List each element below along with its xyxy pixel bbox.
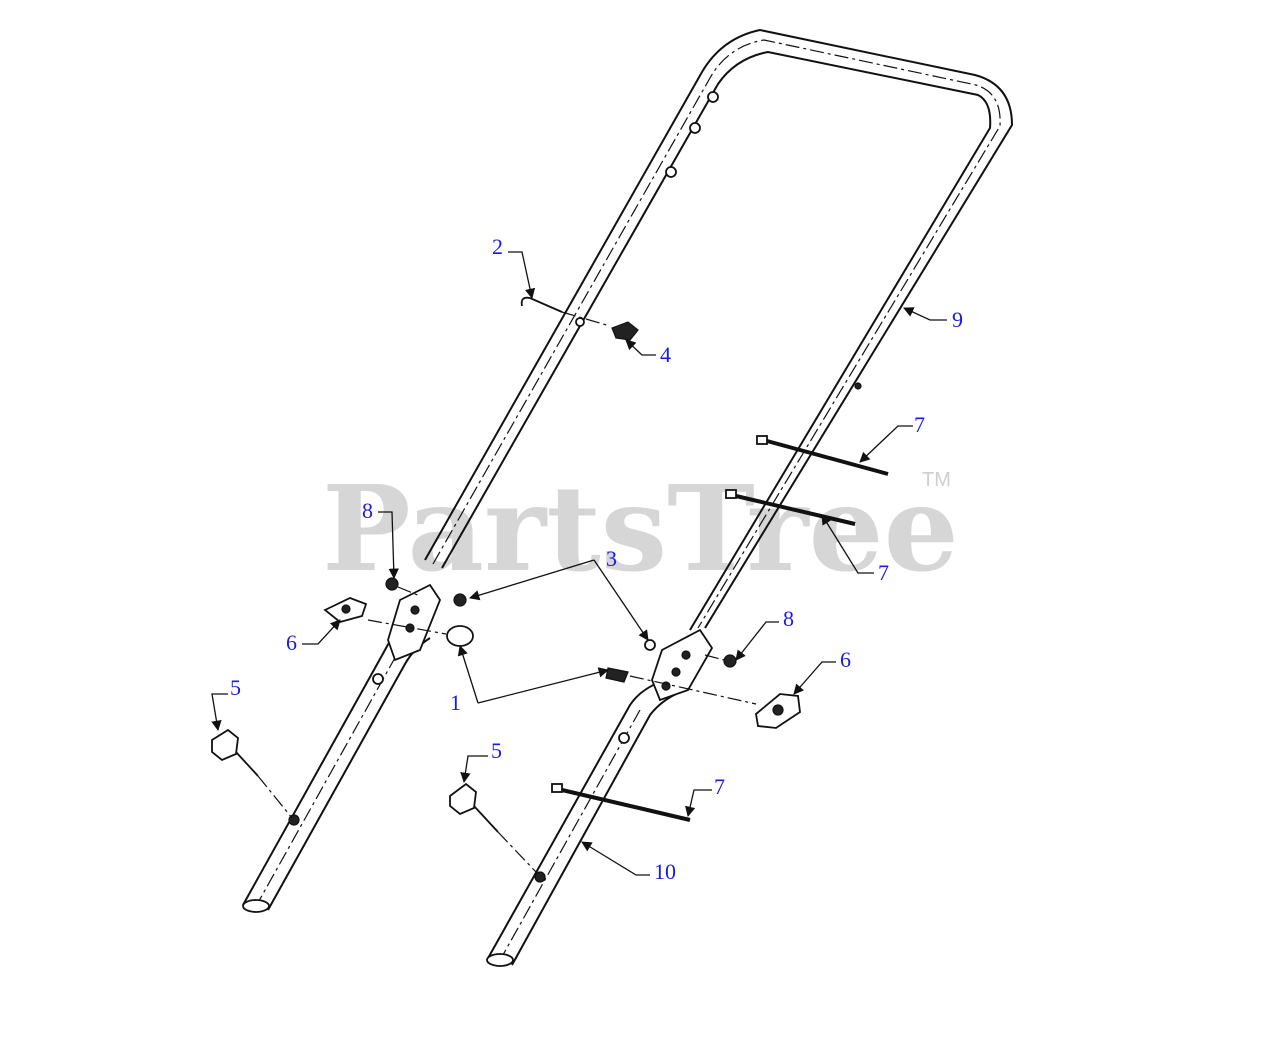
callout-1: 1 — [450, 690, 461, 715]
knob-bolts — [211, 728, 537, 873]
callout-10: 10 — [654, 859, 676, 884]
watermark-trademark: TM — [922, 469, 951, 491]
handle-knobs — [323, 597, 801, 729]
cable-clip — [611, 321, 639, 341]
leader-lines — [211, 251, 947, 876]
callout-5a: 5 — [230, 675, 241, 700]
callout-8b: 8 — [783, 606, 794, 631]
watermark-brand: PartsTree — [322, 459, 959, 598]
callout-2: 2 — [492, 234, 503, 259]
carriage-bolts — [367, 619, 757, 705]
callout-7b: 7 — [878, 560, 889, 585]
callout-9: 9 — [952, 307, 963, 332]
callout-7a: 7 — [914, 412, 925, 437]
upper-handle — [424, 28, 1014, 631]
callout-4: 4 — [660, 342, 671, 367]
nuts — [453, 593, 656, 651]
callout-8a: 8 — [362, 498, 373, 523]
lower-handle-right — [486, 628, 714, 967]
callout-7c: 7 — [714, 774, 725, 799]
callout-6a: 6 — [286, 630, 297, 655]
callout-5b: 5 — [491, 738, 502, 763]
callout-3: 3 — [606, 546, 617, 571]
cable-ties — [551, 435, 889, 822]
lower-handle-left — [242, 583, 442, 913]
callout-6b: 6 — [840, 647, 851, 672]
